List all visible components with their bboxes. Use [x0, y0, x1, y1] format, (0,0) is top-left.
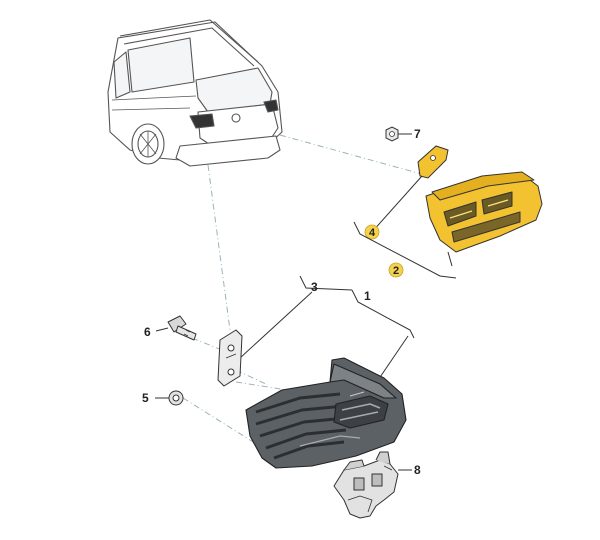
callout-line-3-top [299, 275, 353, 291]
callout-line-4 [371, 175, 423, 233]
carrier-socket-2 [371, 473, 383, 487]
callout-1: 1 [364, 289, 371, 303]
outer-lamp-bar-3 [259, 416, 347, 438]
outer-lamp-highlight-3 [299, 435, 361, 447]
leader-line-bulb-socket [191, 337, 223, 351]
grommet [168, 390, 184, 406]
callout-5: 5 [142, 391, 149, 405]
nut [385, 126, 399, 142]
inner-lamp-rim [431, 171, 535, 201]
bulb-socket [167, 315, 197, 341]
outer-lamp-rim [329, 363, 397, 399]
outer-tail-lamp [245, 357, 407, 469]
outer-lamp-bar-2 [255, 404, 345, 426]
bracket-hole [430, 155, 436, 161]
callout-8: 8 [414, 463, 421, 477]
inner-lamp-highlight-2 [487, 199, 509, 207]
callout-line-1-top [351, 289, 415, 339]
inner-lamp-segment-left [443, 201, 477, 227]
callout-7: 7 [414, 127, 421, 141]
mounting-bracket [417, 145, 449, 179]
inner-tail-lamp [425, 171, 543, 267]
outer-lamp-highlight-1 [341, 403, 381, 411]
nut-hole [389, 131, 395, 137]
socket-head [167, 315, 187, 333]
side-window-front [113, 51, 131, 99]
carrier-clip [347, 495, 373, 513]
car-tail-lamp-left [189, 113, 215, 129]
carrier-top-lug [343, 459, 365, 471]
callout-6: 6 [144, 325, 151, 339]
carrier-top-lug-2 [375, 451, 391, 465]
leader-line-inner-lamp [279, 134, 426, 176]
outer-lamp-bar-1 [255, 392, 341, 414]
car-badge [231, 113, 241, 123]
callout-3: 3 [311, 280, 318, 294]
inner-lamp-lower-bar [451, 211, 521, 243]
bracket-body [417, 145, 449, 179]
callout-4: 4 [369, 227, 376, 239]
outer-lamp-graphic [333, 395, 389, 429]
vehicle-overview [107, 19, 283, 167]
gasket [217, 329, 243, 387]
socket-ribs [183, 329, 191, 337]
socket-shaft [175, 325, 197, 341]
callout-2: 2 [393, 265, 399, 277]
carrier-body [333, 459, 399, 519]
side-window-rear [127, 37, 195, 93]
inner-lamp-pin [447, 251, 453, 267]
outer-lamp-highlight-2 [339, 411, 379, 421]
car-tail-lamp-right [263, 99, 279, 113]
leader-line-grommet [182, 397, 259, 446]
leader-line-outer-lamp [207, 164, 231, 331]
rear-bumper [175, 135, 281, 167]
carrier-socket-1 [353, 477, 365, 491]
wheel-spokes [139, 131, 157, 157]
leader-line-gasket-2 [235, 369, 269, 386]
carrier-detail [383, 465, 393, 471]
bulb-carrier [333, 451, 399, 519]
outer-lamp-bar-5 [273, 440, 345, 460]
inner-lamp-highlight-1 [449, 210, 473, 219]
callout-badge-2 [388, 262, 404, 278]
roof-edge [123, 27, 255, 67]
gasket-body [217, 329, 243, 387]
roof-rail [119, 19, 259, 63]
body-crease [111, 95, 197, 101]
body-crease-2 [111, 107, 191, 111]
outer-lamp-highlight-4 [349, 391, 365, 397]
outer-lamp-bar-4 [265, 428, 347, 450]
callout-line-2 [353, 221, 457, 279]
gasket-hole-2 [227, 368, 235, 376]
callout-line-3 [239, 291, 313, 359]
gasket-slot [225, 353, 237, 359]
gasket-hole-1 [227, 344, 235, 352]
grommet-hole [172, 394, 180, 402]
callout-line-6 [155, 327, 169, 332]
callout-badge-4 [364, 224, 380, 240]
